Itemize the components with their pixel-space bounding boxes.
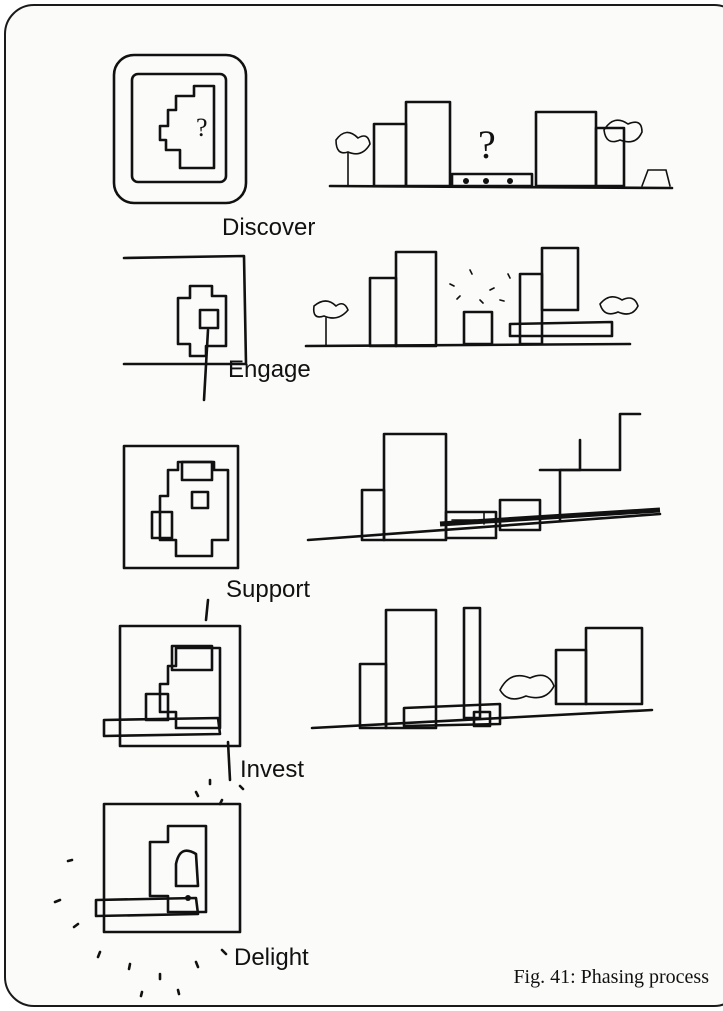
discover-plan-question: ? bbox=[196, 113, 208, 142]
phase-label-invest: Invest bbox=[240, 756, 304, 784]
discover-section-sketch: ? bbox=[330, 102, 672, 188]
support-plan-sketch bbox=[124, 446, 238, 568]
phase-label-delight: Delight bbox=[234, 944, 309, 972]
discover-section-question: ? bbox=[478, 122, 496, 167]
invest-plan-sketch bbox=[104, 600, 240, 780]
figure-caption: Fig. 41: Phasing process bbox=[513, 966, 709, 989]
discover-plan-sketch: ? bbox=[114, 55, 246, 203]
engage-section-sketch bbox=[306, 248, 638, 346]
phase-label-discover: Discover bbox=[222, 214, 315, 242]
support-section-sketch bbox=[308, 414, 660, 540]
phase-label-engage: Engage bbox=[228, 356, 311, 384]
delight-plan-sketch bbox=[55, 780, 243, 996]
phase-label-support: Support bbox=[226, 576, 310, 604]
invest-section-sketch bbox=[312, 608, 652, 728]
